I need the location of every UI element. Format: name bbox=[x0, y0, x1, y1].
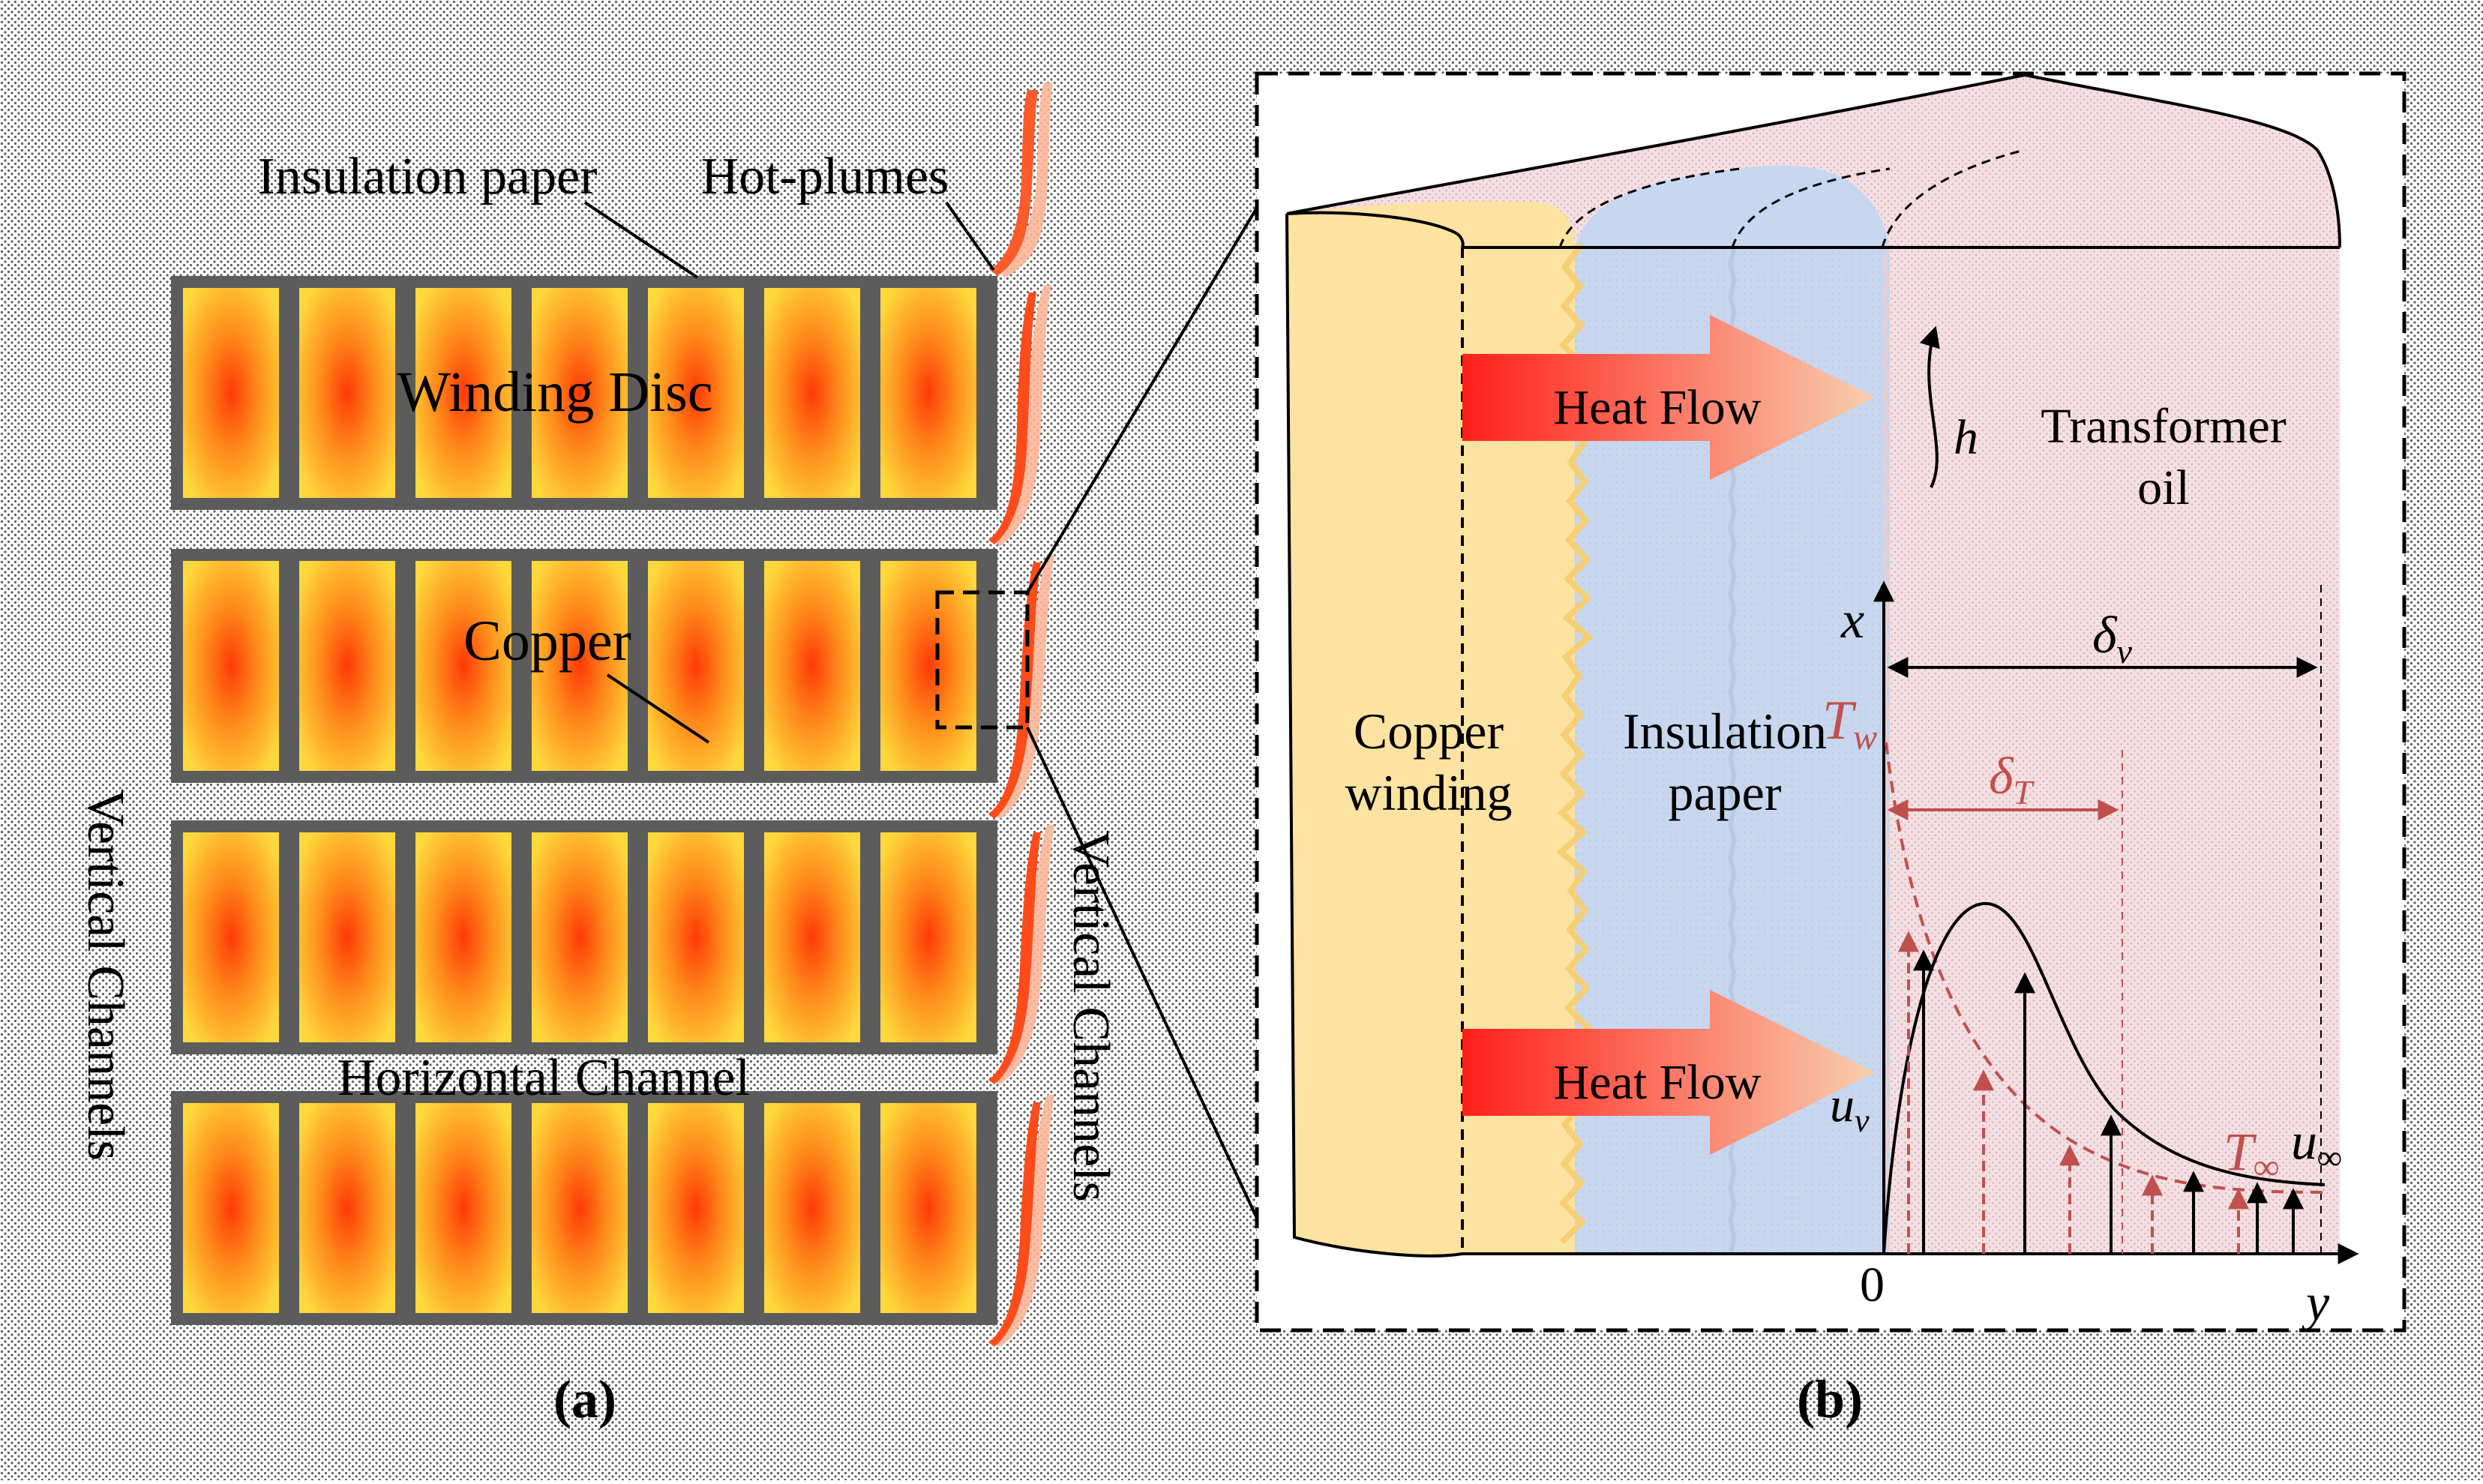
paper-curve-3 bbox=[1881, 148, 2026, 248]
label-hot-plumes: Hot-plumes bbox=[701, 148, 949, 205]
symbol-u-v: uv bbox=[1830, 1078, 1870, 1139]
copper-cell bbox=[183, 288, 279, 498]
label-copper-winding-line1: Copper bbox=[1354, 703, 1504, 760]
heat-flow-arrow-bottom bbox=[1462, 990, 1875, 1155]
label-transformer-oil-line1: Transformer bbox=[2041, 399, 2287, 454]
paper-curve-2 bbox=[1731, 167, 1891, 248]
symbol-u-inf: u∞ bbox=[2291, 1113, 2342, 1177]
block-top-outline bbox=[1286, 73, 2341, 248]
winding-disc bbox=[171, 1091, 997, 1325]
copper-cell bbox=[648, 288, 744, 498]
symbol-delta-v: δv bbox=[2092, 607, 2133, 670]
copper-cell bbox=[764, 832, 860, 1042]
paper-curve-1 bbox=[1558, 167, 1741, 248]
caption-a: (a) bbox=[553, 1369, 616, 1429]
winding-discs bbox=[171, 276, 997, 1325]
copper-cell bbox=[183, 832, 279, 1042]
copper-cell bbox=[648, 832, 744, 1042]
temperature-arrows bbox=[1898, 931, 2249, 1254]
copper-cell bbox=[183, 561, 279, 771]
panel-a: Insulation paper Hot-plumes Winding Disc… bbox=[76, 82, 1120, 1429]
caption-b: (b) bbox=[1797, 1369, 1863, 1429]
copper-cell bbox=[880, 561, 976, 771]
velocity-arrows bbox=[1913, 949, 2304, 1254]
axis-label-x: x bbox=[1840, 592, 1864, 649]
copper-cell bbox=[299, 832, 395, 1042]
label-insulation-paper-b-line1: Insulation bbox=[1623, 703, 1827, 760]
copper-cell bbox=[764, 1103, 860, 1313]
temperature-profile-curve bbox=[1885, 742, 2326, 1194]
copper-leader bbox=[606, 673, 710, 744]
copper-cell bbox=[415, 1103, 511, 1313]
copper-cell bbox=[532, 288, 628, 498]
paper-oil-interface bbox=[1882, 245, 1891, 1255]
copper-cell bbox=[299, 288, 395, 498]
block-left-outline bbox=[1285, 213, 1463, 1258]
copper-cell bbox=[764, 288, 860, 498]
axis-label-y: y bbox=[2302, 1274, 2330, 1332]
h-arrow bbox=[1919, 325, 1940, 488]
hot-plumes bbox=[988, 82, 1054, 1347]
copper-cell bbox=[415, 288, 511, 498]
symbol-h: h bbox=[1954, 410, 1978, 465]
label-heat-flow-top: Heat Flow bbox=[1554, 380, 1762, 435]
copper-cell bbox=[764, 561, 860, 771]
copper-cell bbox=[880, 832, 976, 1042]
velocity-profile-curve bbox=[1882, 901, 2326, 1255]
zoom-connector-top bbox=[1026, 156, 1288, 594]
insulation-top-band bbox=[1575, 165, 1890, 247]
hot-plumes-leader bbox=[945, 201, 995, 271]
label-transformer-oil-line2: oil bbox=[2137, 460, 2190, 515]
copper-cell bbox=[415, 561, 511, 771]
copper-cell bbox=[299, 561, 395, 771]
copper-cell bbox=[648, 561, 744, 771]
label-winding-disc: Winding Disc bbox=[397, 361, 712, 424]
origin-label: 0 bbox=[1860, 1258, 1885, 1312]
heat-flow-arrow-top bbox=[1462, 315, 1875, 480]
label-insulation-paper-b-line2: paper bbox=[1668, 764, 1781, 821]
copper-cell bbox=[183, 1103, 279, 1313]
copper-cell bbox=[880, 1103, 976, 1313]
transformer-oil-region bbox=[1890, 247, 2340, 1254]
symbol-T-w: Tw bbox=[1822, 690, 1877, 757]
boundary-layer-plot: x y 0 δv δT Tw uv T∞ u∞ bbox=[1822, 580, 2359, 1332]
copper-cell bbox=[880, 288, 976, 498]
copper-cell bbox=[532, 561, 628, 771]
copper-cell bbox=[299, 1103, 395, 1313]
label-vertical-channels-right: Vertical Channels bbox=[1062, 830, 1120, 1202]
zoom-connector-bottom bbox=[1026, 727, 1288, 1283]
label-insulation-paper: Insulation paper bbox=[258, 148, 598, 205]
copper-cell bbox=[415, 832, 511, 1042]
zoom-region-box bbox=[935, 590, 1030, 730]
winding-disc bbox=[171, 549, 997, 783]
copper-cell bbox=[648, 1103, 744, 1313]
insulation-paper-leader bbox=[583, 201, 699, 279]
label-copper: Copper bbox=[463, 610, 631, 673]
panel-b: Heat Flow Heat Flow h Copper winding Ins… bbox=[1255, 71, 2407, 1429]
copper-cell bbox=[532, 1103, 628, 1313]
copper-curl-outline bbox=[1286, 211, 1465, 248]
winding-disc bbox=[171, 276, 997, 510]
perspective-top-band bbox=[1287, 75, 2340, 247]
symbol-delta-T: δT bbox=[1989, 748, 2035, 811]
label-vertical-channels-left: Vertical Channels bbox=[76, 789, 134, 1161]
copper-cell bbox=[532, 832, 628, 1042]
copper-winding-front bbox=[1287, 214, 1462, 1256]
label-copper-winding-line2: winding bbox=[1345, 764, 1513, 821]
winding-disc bbox=[171, 820, 997, 1054]
label-heat-flow-bottom: Heat Flow bbox=[1554, 1055, 1762, 1110]
copper-winding-region bbox=[1462, 247, 1575, 1254]
label-horizontal-channel: Horizontal Channel bbox=[337, 1049, 750, 1107]
